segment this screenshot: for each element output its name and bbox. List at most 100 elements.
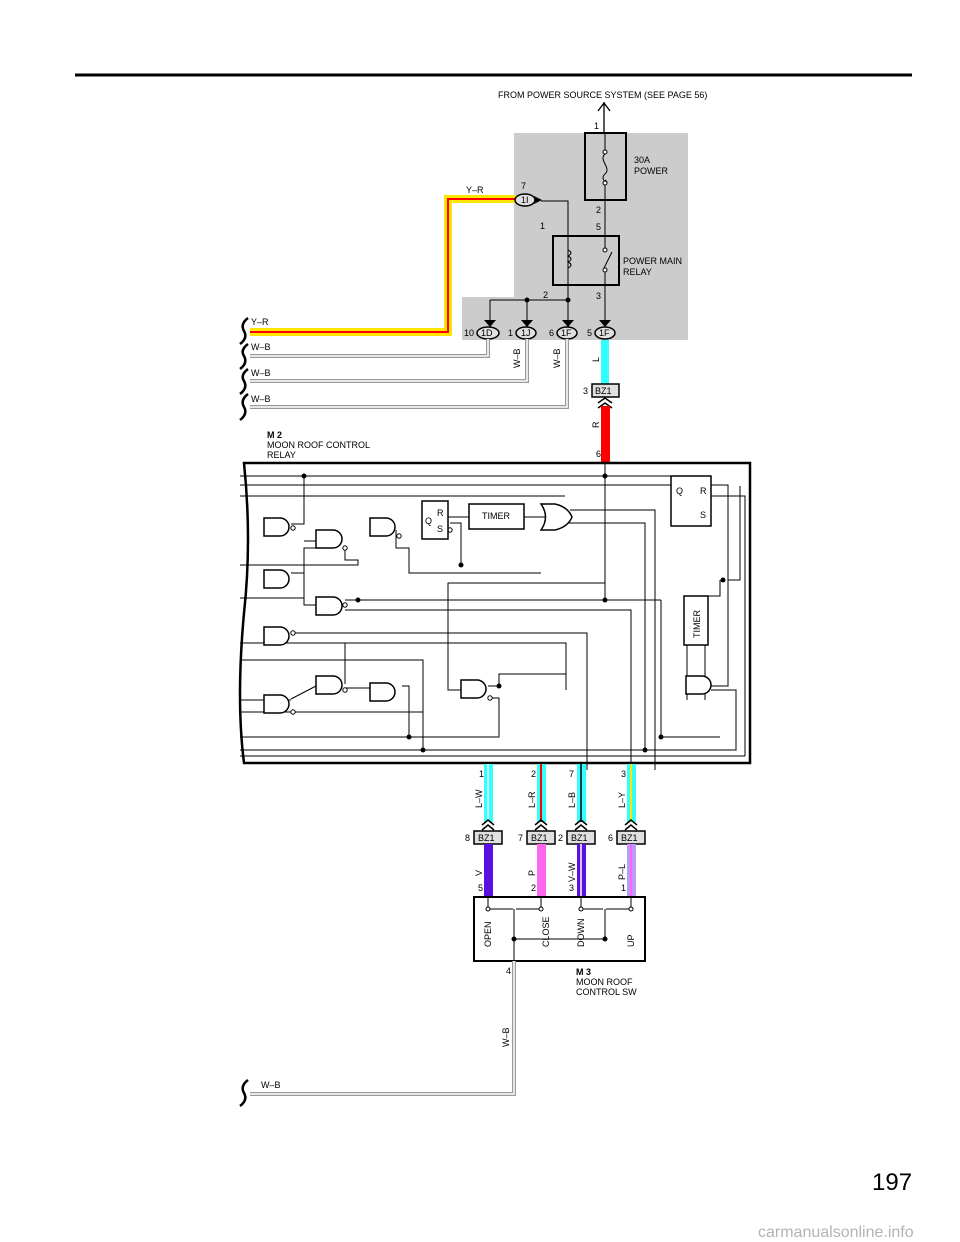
svg-text:Y–R: Y–R bbox=[251, 317, 269, 327]
m3-name-1: MOON ROOF bbox=[576, 977, 633, 987]
svg-text:W–B: W–B bbox=[501, 1027, 511, 1047]
svg-text:TIMER: TIMER bbox=[482, 511, 510, 521]
wire-l bbox=[601, 340, 609, 385]
svg-text:3: 3 bbox=[596, 291, 601, 301]
svg-text:L–W: L–W bbox=[474, 789, 484, 808]
m3-name-2: CONTROL SW bbox=[576, 987, 637, 997]
connector-bz1-7: BZ1 7 bbox=[518, 819, 556, 845]
flip-flop-right: Q R S bbox=[670, 475, 712, 527]
svg-text:1: 1 bbox=[540, 221, 545, 231]
or-gate bbox=[539, 503, 573, 531]
svg-text:Q: Q bbox=[676, 486, 683, 496]
svg-text:L: L bbox=[591, 357, 601, 362]
switch-down-label: DOWN bbox=[576, 919, 586, 948]
svg-text:1: 1 bbox=[479, 769, 484, 779]
wire-w-b-group bbox=[250, 339, 569, 409]
m2-code: M 2 bbox=[267, 430, 282, 440]
power-main-relay bbox=[552, 235, 620, 286]
svg-text:2: 2 bbox=[531, 769, 536, 779]
svg-text:W–B: W–B bbox=[251, 368, 271, 378]
svg-text:L–R: L–R bbox=[527, 791, 537, 808]
svg-text:6: 6 bbox=[549, 328, 554, 338]
timer-block-2: TIMER bbox=[683, 595, 709, 646]
wire-r bbox=[601, 406, 610, 464]
svg-text:3: 3 bbox=[583, 386, 588, 396]
svg-text:5: 5 bbox=[587, 328, 592, 338]
svg-text:P–L: P–L bbox=[617, 864, 627, 880]
svg-text:4: 4 bbox=[506, 966, 511, 976]
svg-text:6: 6 bbox=[596, 449, 601, 459]
connector-1f-5: 1F 5 bbox=[587, 320, 616, 340]
svg-text:R: R bbox=[437, 508, 444, 518]
svg-text:1D: 1D bbox=[481, 328, 493, 338]
svg-text:5: 5 bbox=[596, 222, 601, 232]
svg-text:1I: 1I bbox=[521, 195, 529, 205]
svg-text:S: S bbox=[700, 510, 706, 520]
switch-up-label: UP bbox=[626, 934, 636, 947]
svg-text:7: 7 bbox=[569, 769, 574, 779]
connector-1j: 1J 1 bbox=[508, 320, 537, 340]
svg-text:3: 3 bbox=[569, 883, 574, 893]
svg-text:2: 2 bbox=[596, 205, 601, 215]
svg-text:R: R bbox=[591, 421, 601, 428]
svg-text:S: S bbox=[437, 524, 443, 534]
svg-text:R: R bbox=[700, 486, 707, 496]
svg-text:V–W: V–W bbox=[567, 862, 577, 882]
svg-text:BZ1: BZ1 bbox=[531, 833, 548, 843]
svg-text:L–B: L–B bbox=[567, 792, 577, 808]
svg-text:10: 10 bbox=[464, 328, 474, 338]
m2-junction-dots bbox=[301, 473, 726, 753]
connector-bz1-3: BZ1 3 bbox=[583, 383, 620, 409]
ground-brace bbox=[239, 1079, 249, 1107]
relay-name-2: RELAY bbox=[623, 267, 652, 277]
inverter-bubbles bbox=[290, 525, 493, 715]
svg-text:BZ1: BZ1 bbox=[595, 386, 612, 396]
svg-text:TIMER: TIMER bbox=[692, 610, 702, 638]
connector-1f-6: 1F 6 bbox=[549, 320, 578, 340]
svg-text:W–B: W–B bbox=[552, 348, 562, 368]
svg-text:Y–R: Y–R bbox=[466, 185, 484, 195]
m3-switch-box bbox=[473, 896, 646, 962]
switch-open-label: OPEN bbox=[483, 921, 493, 947]
svg-text:7: 7 bbox=[521, 181, 526, 191]
svg-text:1: 1 bbox=[594, 121, 599, 131]
svg-text:2: 2 bbox=[543, 290, 548, 300]
svg-text:BZ1: BZ1 bbox=[571, 833, 588, 843]
svg-text:1F: 1F bbox=[599, 328, 610, 338]
svg-text:W–B: W–B bbox=[512, 348, 522, 368]
svg-text:1: 1 bbox=[508, 328, 513, 338]
svg-text:W–B: W–B bbox=[251, 342, 271, 352]
m2-relay-box bbox=[238, 461, 752, 765]
m2-internal-wiring bbox=[240, 464, 746, 770]
svg-text:8: 8 bbox=[465, 833, 470, 843]
svg-text:W–B: W–B bbox=[261, 1080, 281, 1090]
page-number: 197 bbox=[872, 1169, 912, 1196]
svg-text:5: 5 bbox=[478, 883, 483, 893]
left-wire-braces bbox=[239, 317, 249, 421]
svg-text:P: P bbox=[527, 870, 537, 876]
svg-text:2: 2 bbox=[558, 833, 563, 843]
connector-bz1-6: BZ1 6 bbox=[608, 819, 646, 845]
connector-1i: 1I 7 bbox=[514, 181, 542, 207]
svg-text:L–Y: L–Y bbox=[617, 792, 627, 808]
m3-switch-contacts bbox=[485, 897, 634, 961]
timer-block-1: TIMER bbox=[468, 503, 525, 530]
power-feed: 1 bbox=[594, 101, 611, 133]
relay-name-1: POWER MAIN bbox=[623, 256, 682, 266]
m3-code: M 3 bbox=[576, 967, 591, 977]
svg-text:1J: 1J bbox=[521, 328, 531, 338]
connector-bz1-8: BZ1 8 bbox=[465, 819, 503, 845]
svg-text:BZ1: BZ1 bbox=[621, 833, 638, 843]
source-note: FROM POWER SOURCE SYSTEM (SEE PAGE 56) bbox=[498, 90, 707, 100]
svg-text:3: 3 bbox=[621, 769, 626, 779]
watermark: carmanualsonline.info bbox=[758, 1224, 914, 1241]
connector-bz1-2: BZ1 2 bbox=[558, 819, 596, 845]
svg-text:BZ1: BZ1 bbox=[478, 833, 495, 843]
svg-text:6: 6 bbox=[608, 833, 613, 843]
fuse-name: POWER bbox=[634, 166, 669, 176]
wire-p bbox=[537, 844, 546, 897]
svg-text:1F: 1F bbox=[561, 328, 572, 338]
fuse-rating: 30A bbox=[634, 155, 650, 165]
